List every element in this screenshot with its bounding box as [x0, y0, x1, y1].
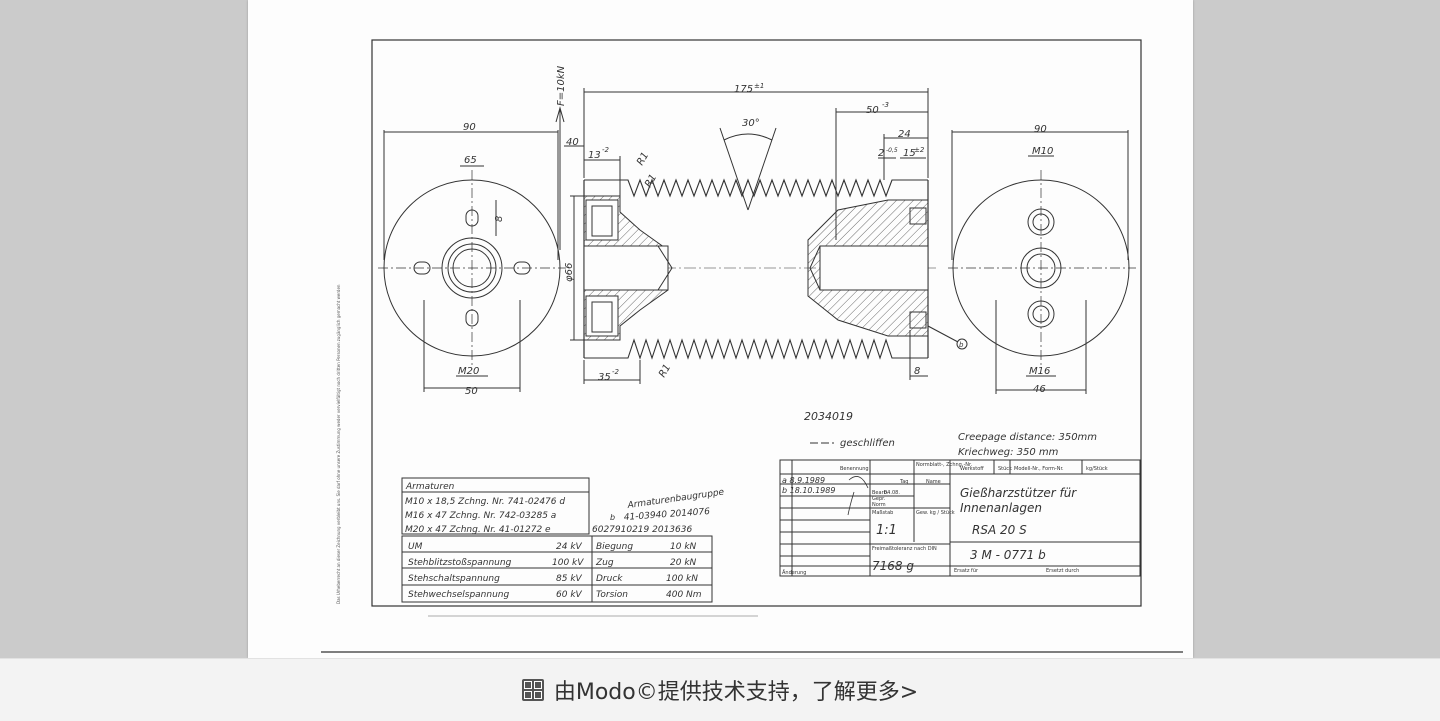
- technical-drawing: 90 65 50 M20 8 F=10kN 40 13 -2 R1 R1 R1 …: [321, 39, 1183, 653]
- dim-angle: 30°: [742, 118, 760, 129]
- powered-by-footer[interactable]: 由Modo©提供技术支持，了解更多>: [0, 658, 1440, 721]
- tb-bearb: Bearb.: [872, 490, 889, 496]
- tb-scale: 1:1: [876, 523, 897, 538]
- spec-label: Druck: [596, 574, 623, 584]
- kriechweg-note: Kriechweg: 350 mm: [958, 447, 1059, 458]
- armaturen-row: M16 x 47 Zchng. Nr. 742-03285 a: [405, 511, 556, 521]
- spec-value: 60 kV: [556, 590, 583, 600]
- spec-label: Biegung: [596, 542, 633, 552]
- creepage-note: Creepage distance: 350mm: [958, 432, 1097, 443]
- tb-gepr: Gepr.: [872, 496, 886, 502]
- modo-logo-icon: [521, 679, 544, 701]
- tb-rev-b: b 18.10.1989: [782, 486, 835, 495]
- spec-value: 400 Nm: [666, 590, 702, 600]
- dim-left-small: 8: [494, 216, 505, 222]
- dim-right-pitch: 46: [1033, 384, 1046, 395]
- tb-type: RSA 20 S: [972, 523, 1027, 537]
- armaturen-row: M10 x 18,5 Zchng. Nr. 741-02476 d: [405, 497, 565, 507]
- dim-right-thread-top: M10: [1032, 146, 1053, 157]
- tb-name: Name: [926, 479, 941, 485]
- dim-bottom-8: 8: [914, 366, 920, 377]
- dim-bottom-35: 35: [598, 372, 611, 383]
- marker-b: b: [959, 341, 964, 349]
- ground-label: geschliffen: [840, 438, 895, 449]
- tb-tag: Tag: [899, 479, 908, 485]
- dim-right-24: 24: [898, 129, 911, 140]
- tb-stueck: Stück: [998, 466, 1012, 472]
- copyright-side-text: Das Urheberrecht an dieser Zeichnung ver…: [336, 284, 341, 604]
- tb-rev-a: a 8.9.1989: [782, 476, 825, 485]
- radius-c: R1: [657, 362, 673, 379]
- dim-bottom-35-tol: -2: [612, 368, 620, 376]
- tb-weight-label: Freimaßtoleranz nach DIN: [872, 546, 937, 552]
- tb-modell: Modell-Nr., Form-Nr.: [1014, 466, 1064, 472]
- dim-right-50: 50: [866, 105, 879, 116]
- spec-label: Stehschaltspannung: [408, 574, 500, 584]
- spec-value: 85 kV: [556, 574, 583, 584]
- spec-label: Zug: [595, 558, 614, 568]
- group-label: Armaturenbaugruppe: [626, 487, 725, 511]
- spec-label: Stehblitzstoßspannung: [408, 558, 512, 568]
- spec-label: Torsion: [596, 590, 628, 600]
- dim-overall-tol: ±1: [754, 82, 764, 90]
- spec-value: 10 kN: [670, 542, 697, 552]
- spec-label: UM: [408, 542, 423, 552]
- tb-scale-label: Maßstab: [872, 510, 893, 516]
- tb-title-line1: Gießharzstützer für: [960, 486, 1077, 500]
- document-viewer: 90 65 50 M20 8 F=10kN 40 13 -2 R1 R1 R1 …: [248, 0, 1193, 658]
- armaturen-header: Armaturen: [405, 482, 455, 492]
- armaturen-row: M20 x 47 Zchng. Nr. 41-01272 e: [405, 525, 551, 535]
- group-marker: b: [610, 513, 615, 522]
- dim-right-50-tol: -3: [882, 101, 889, 109]
- tb-norm: Norm: [872, 502, 886, 508]
- tb-normblatt: Normblatt-, Zchng.-Nr.: [916, 462, 973, 468]
- spec-value: 100 kV: [552, 558, 584, 568]
- spec-value: 100 kN: [666, 574, 698, 584]
- dim-right-2-tol: -0,5: [886, 147, 898, 154]
- tb-gew-label: Gew. kg / Stück: [916, 510, 955, 516]
- tb-title-line2: Innenanlagen: [960, 501, 1042, 515]
- dim-13-tol: -2: [602, 146, 610, 154]
- force-label: F=10kN: [556, 65, 567, 106]
- dim-13: 13: [588, 150, 601, 161]
- dim-right-2: 2: [878, 148, 884, 159]
- dim-right-thread-bottom: M16: [1029, 366, 1050, 377]
- spec-label: Stehwechselspannung: [408, 590, 509, 600]
- tb-ersatz-fuer: Ersatz für: [954, 568, 979, 574]
- dim-diameter: φ66: [564, 263, 575, 282]
- dim-right-15-tol: ±2: [914, 146, 925, 154]
- tb-werkstoff: Werkstoff: [960, 466, 984, 472]
- group-number-2: 6027910219 2013636: [592, 525, 692, 535]
- dim-right-flange-dia: 90: [1034, 124, 1047, 135]
- tb-ersetzt-durch: Ersetzt durch: [1046, 568, 1079, 574]
- tb-drawing-no: 3 M - 0771 b: [970, 548, 1046, 562]
- dim-40: 40: [566, 137, 579, 148]
- document-page[interactable]: 90 65 50 M20 8 F=10kN 40 13 -2 R1 R1 R1 …: [248, 0, 1193, 658]
- stamp-number: 2034019: [804, 410, 853, 423]
- dim-left-bolt-circle: 65: [464, 155, 477, 166]
- footer-link-text[interactable]: 由Modo©提供技术支持，了解更多>: [553, 680, 919, 705]
- tb-weight: 7168 g: [872, 559, 914, 573]
- dim-overall-length: 175: [734, 84, 753, 95]
- tb-gew: kg/Stück: [1086, 466, 1108, 472]
- tb-aenderung: Änderung: [782, 569, 806, 576]
- dim-left-pitch: 50: [465, 386, 478, 397]
- dim-left-flange-dia: 90: [463, 122, 476, 133]
- spec-value: 24 kV: [556, 542, 583, 552]
- radius-b: R1: [643, 172, 659, 189]
- radius-a: R1: [635, 150, 651, 167]
- tb-benennung: Benennung: [840, 466, 869, 472]
- dim-left-thread: M20: [458, 366, 479, 377]
- spec-value: 20 kN: [670, 558, 697, 568]
- tb-datum-val: 04.08.: [884, 490, 900, 496]
- dim-right-15: 15: [903, 148, 916, 159]
